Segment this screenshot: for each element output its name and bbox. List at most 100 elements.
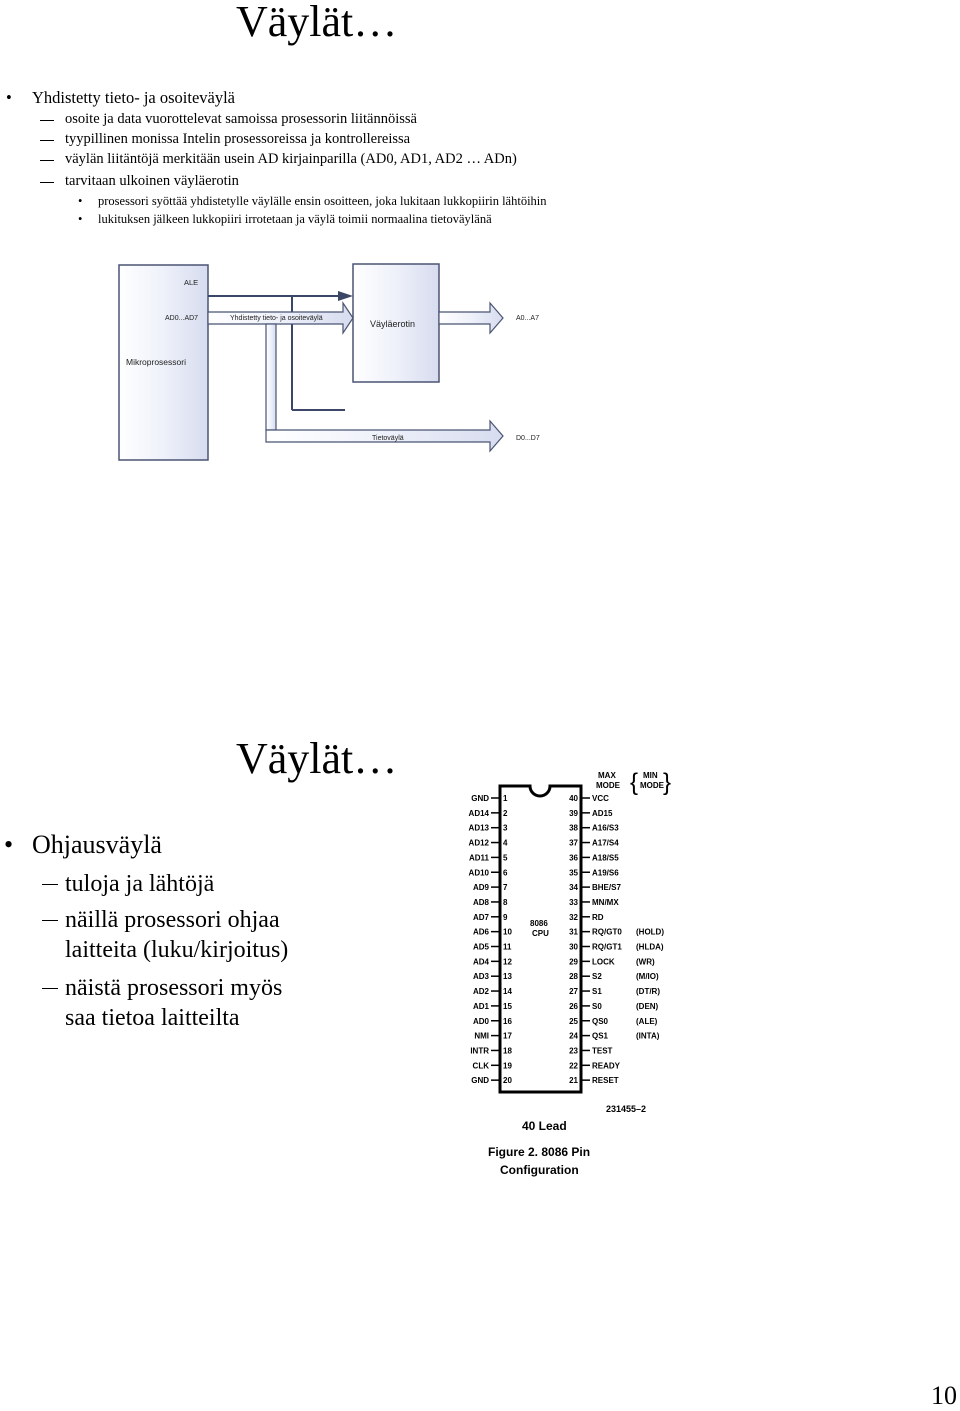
figure-caption: Figure 2. 8086 Pin — [488, 1145, 590, 1159]
data-bus-arrow — [265, 419, 504, 453]
left-pin-name: AD5 — [473, 943, 490, 952]
right-pin-number: 32 — [569, 913, 578, 922]
left-pin-number: 6 — [503, 868, 508, 877]
min-mode-pin: (M/IO) — [636, 972, 659, 981]
right-pin-number: 36 — [569, 853, 578, 862]
min-mode-pin: (HOLD) — [636, 928, 664, 937]
slide1-title: Väylät… — [236, 0, 398, 46]
right-pin-number: 25 — [569, 1017, 578, 1026]
addr-out-label: A0...A7 — [516, 315, 539, 322]
right-pin-name: MN/MX — [592, 898, 619, 907]
right-pin-name: A17/S4 — [592, 839, 619, 848]
left-pin-name: INTR — [470, 1046, 489, 1055]
dash-marker — [42, 920, 58, 921]
right-pin-number: 37 — [569, 839, 578, 848]
left-pin-number: 9 — [503, 913, 508, 922]
brace-icon: { — [630, 769, 638, 796]
right-pin-number: 38 — [569, 824, 578, 833]
dash-marker — [40, 140, 54, 141]
right-pin-name: QS1 — [592, 1032, 609, 1041]
right-pin-number: 22 — [569, 1061, 578, 1070]
left-pin-name: AD10 — [469, 868, 490, 877]
right-pin-name: A19/S6 — [592, 868, 619, 877]
ale-label: ALE — [184, 278, 198, 287]
left-pin-number: 3 — [503, 824, 508, 833]
left-pin-number: 19 — [503, 1061, 512, 1070]
bullet-level2: tyypillinen monissa Intelin prosessoreis… — [65, 131, 411, 147]
bullet-dot: • — [78, 194, 83, 208]
right-pin-name: RESET — [592, 1076, 619, 1085]
dash-marker — [42, 884, 58, 885]
min-mode-pin: (ALE) — [636, 1017, 658, 1026]
bullet-level2: näistä prosessori myös — [65, 975, 283, 1001]
bullet-level1: Yhdistetty tieto- ja osoiteväylä — [32, 88, 235, 107]
slide2-title: Väylät… — [236, 734, 398, 783]
bullet-level1: Ohjausväylä — [32, 830, 162, 859]
brace-icon: } — [663, 769, 671, 796]
latch-label: Väyläerotin — [370, 319, 415, 329]
cpu-label: Mikroprosessori — [126, 357, 186, 367]
data-bus-label: Tietoväylä — [372, 435, 404, 442]
bullet-level2: väylän liitäntöjä merkitään usein AD kir… — [65, 151, 517, 167]
bullet-level3: prosessori syöttää yhdistetylle väylälle… — [98, 194, 547, 208]
min-mode-pin: (DT/R) — [636, 987, 660, 996]
left-pin-name: GND — [471, 794, 489, 803]
bus-label: Yhdistetty tieto- ja osoiteväylä — [230, 315, 323, 322]
page-number: 10 — [931, 1381, 957, 1410]
ad-label: AD0...AD7 — [165, 315, 198, 322]
bullet-dot: • — [4, 830, 14, 859]
right-pin-name: S1 — [592, 987, 602, 996]
left-pin-number: 18 — [503, 1046, 512, 1055]
right-pin-number: 24 — [569, 1032, 578, 1041]
bus-diagram: Mikroprosessori ALE AD0...AD7 Väyläeroti… — [118, 263, 540, 461]
left-pin-number: 1 — [503, 794, 508, 803]
left-pin-number: 11 — [503, 943, 512, 952]
right-pin-number: 27 — [569, 987, 578, 996]
combined-bus-arrow — [207, 301, 354, 335]
lead-label: 40 Lead — [522, 1119, 567, 1133]
bullet-continuation: saa tietoa laitteilta — [65, 1005, 240, 1031]
left-pin-number: 14 — [503, 987, 512, 996]
left-pin-number: 4 — [503, 839, 508, 848]
left-pin-name: GND — [471, 1076, 489, 1085]
left-pin-name: CLK — [473, 1061, 490, 1070]
right-pin-number: 39 — [569, 809, 578, 818]
right-pin-number: 40 — [569, 794, 578, 803]
chip-body — [498, 784, 583, 1094]
right-pin-name: AD15 — [592, 809, 613, 818]
right-pin-name: RD — [592, 913, 604, 922]
address-out-arrow — [438, 301, 504, 335]
min-mode-pin: (HLDA) — [636, 943, 664, 952]
left-pin-name: AD8 — [473, 898, 490, 907]
left-pin-number: 8 — [503, 898, 508, 907]
right-pin-number: 29 — [569, 957, 578, 966]
left-pin-name: AD7 — [473, 913, 490, 922]
right-pin-name: RQ/GT0 — [592, 928, 622, 937]
min-mode-pin: (WR) — [636, 957, 655, 966]
bullet-level2: tuloja ja lähtöjä — [65, 871, 215, 897]
data-out-label: D0...D7 — [516, 435, 540, 442]
left-pin-name: AD13 — [469, 824, 490, 833]
right-pin-number: 23 — [569, 1046, 578, 1055]
left-pin-name: AD6 — [473, 928, 490, 937]
right-pin-name: BHE/S7 — [592, 883, 621, 892]
left-pin-number: 13 — [503, 972, 512, 981]
right-pin-number: 30 — [569, 943, 578, 952]
dash-marker — [40, 120, 54, 121]
right-pin-number: 28 — [569, 972, 578, 981]
right-pin-name: TEST — [592, 1046, 613, 1055]
right-pin-name: VCC — [592, 794, 609, 803]
left-pin-number: 20 — [503, 1076, 512, 1085]
right-pin-name: RQ/GT1 — [592, 943, 622, 952]
min-mode-label: MIN — [643, 771, 658, 780]
right-pin-number: 26 — [569, 1002, 578, 1011]
left-pin-name: AD2 — [473, 987, 490, 996]
left-pin-name: AD0 — [473, 1017, 490, 1026]
left-pin-name: AD12 — [469, 839, 490, 848]
max-mode-label: MODE — [596, 781, 621, 790]
left-pin-number: 7 — [503, 883, 508, 892]
right-pin-name: READY — [592, 1061, 621, 1070]
min-mode-pin: (INTA) — [636, 1032, 660, 1041]
right-pin-number: 35 — [569, 868, 578, 877]
left-pin-name: AD3 — [473, 972, 490, 981]
